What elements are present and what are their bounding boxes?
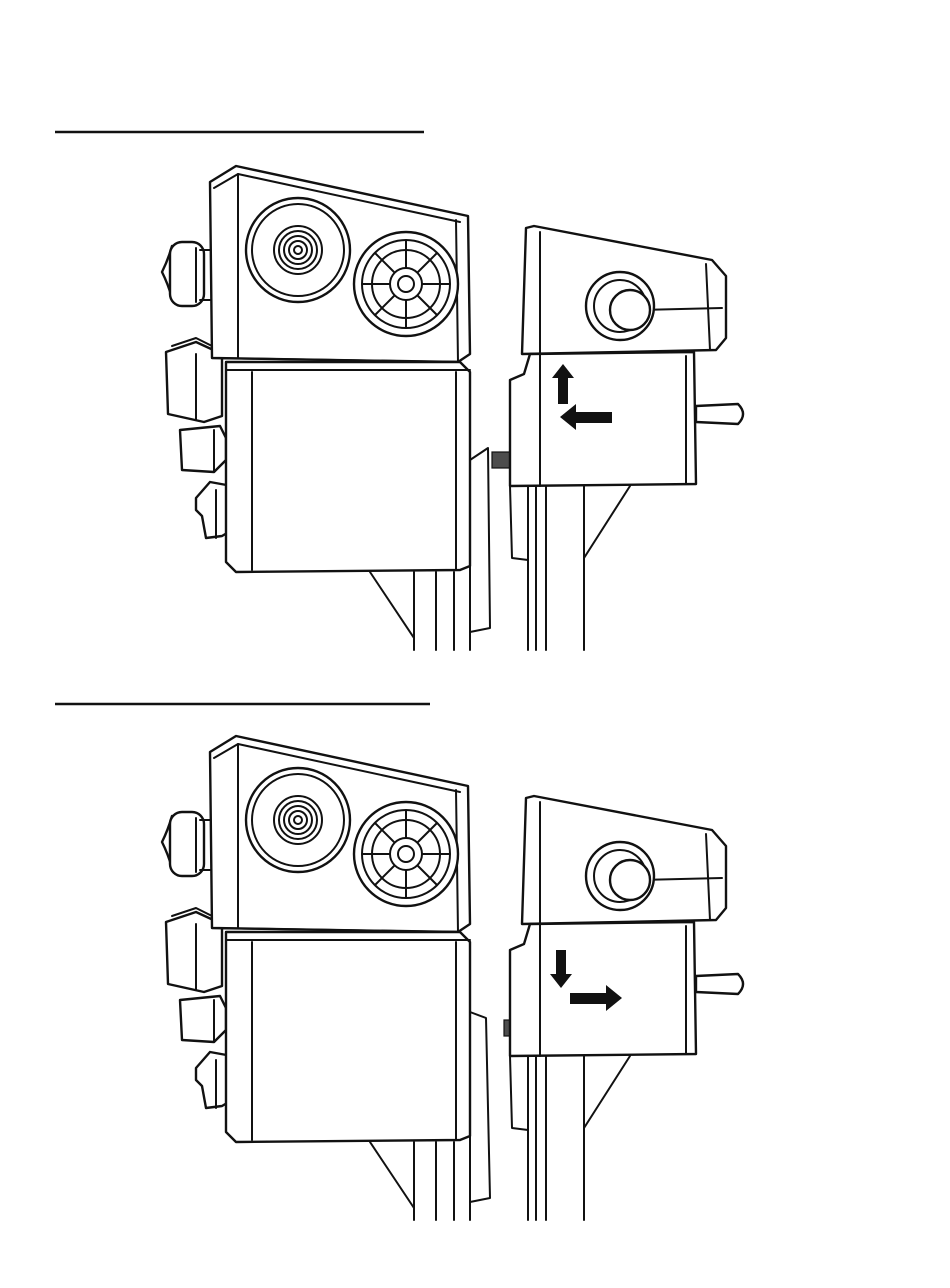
right-handle xyxy=(696,404,743,424)
concentric-dial-icon xyxy=(246,768,350,872)
spoke-dial-icon xyxy=(354,802,458,906)
left-clamp-middle xyxy=(180,426,226,472)
diagram-panel-released xyxy=(0,680,950,1240)
right-stand xyxy=(510,486,630,650)
side-knob-icon xyxy=(162,812,212,876)
concentric-dial-icon xyxy=(246,198,350,302)
diagram-panel-locked xyxy=(0,110,950,670)
right-unit xyxy=(510,226,743,650)
spoke-dial-icon xyxy=(354,232,458,336)
right-knob-icon xyxy=(586,842,654,910)
panel-illustration-locked xyxy=(0,110,950,670)
left-unit xyxy=(162,166,490,650)
right-stand xyxy=(510,1056,630,1220)
right-handle xyxy=(696,974,743,994)
left-clamp-middle xyxy=(180,996,226,1042)
right-knob-icon xyxy=(586,272,654,340)
right-unit xyxy=(510,796,743,1220)
left-unit xyxy=(162,736,490,1220)
panel-illustration-released xyxy=(0,680,950,1240)
side-knob-icon xyxy=(162,242,212,306)
